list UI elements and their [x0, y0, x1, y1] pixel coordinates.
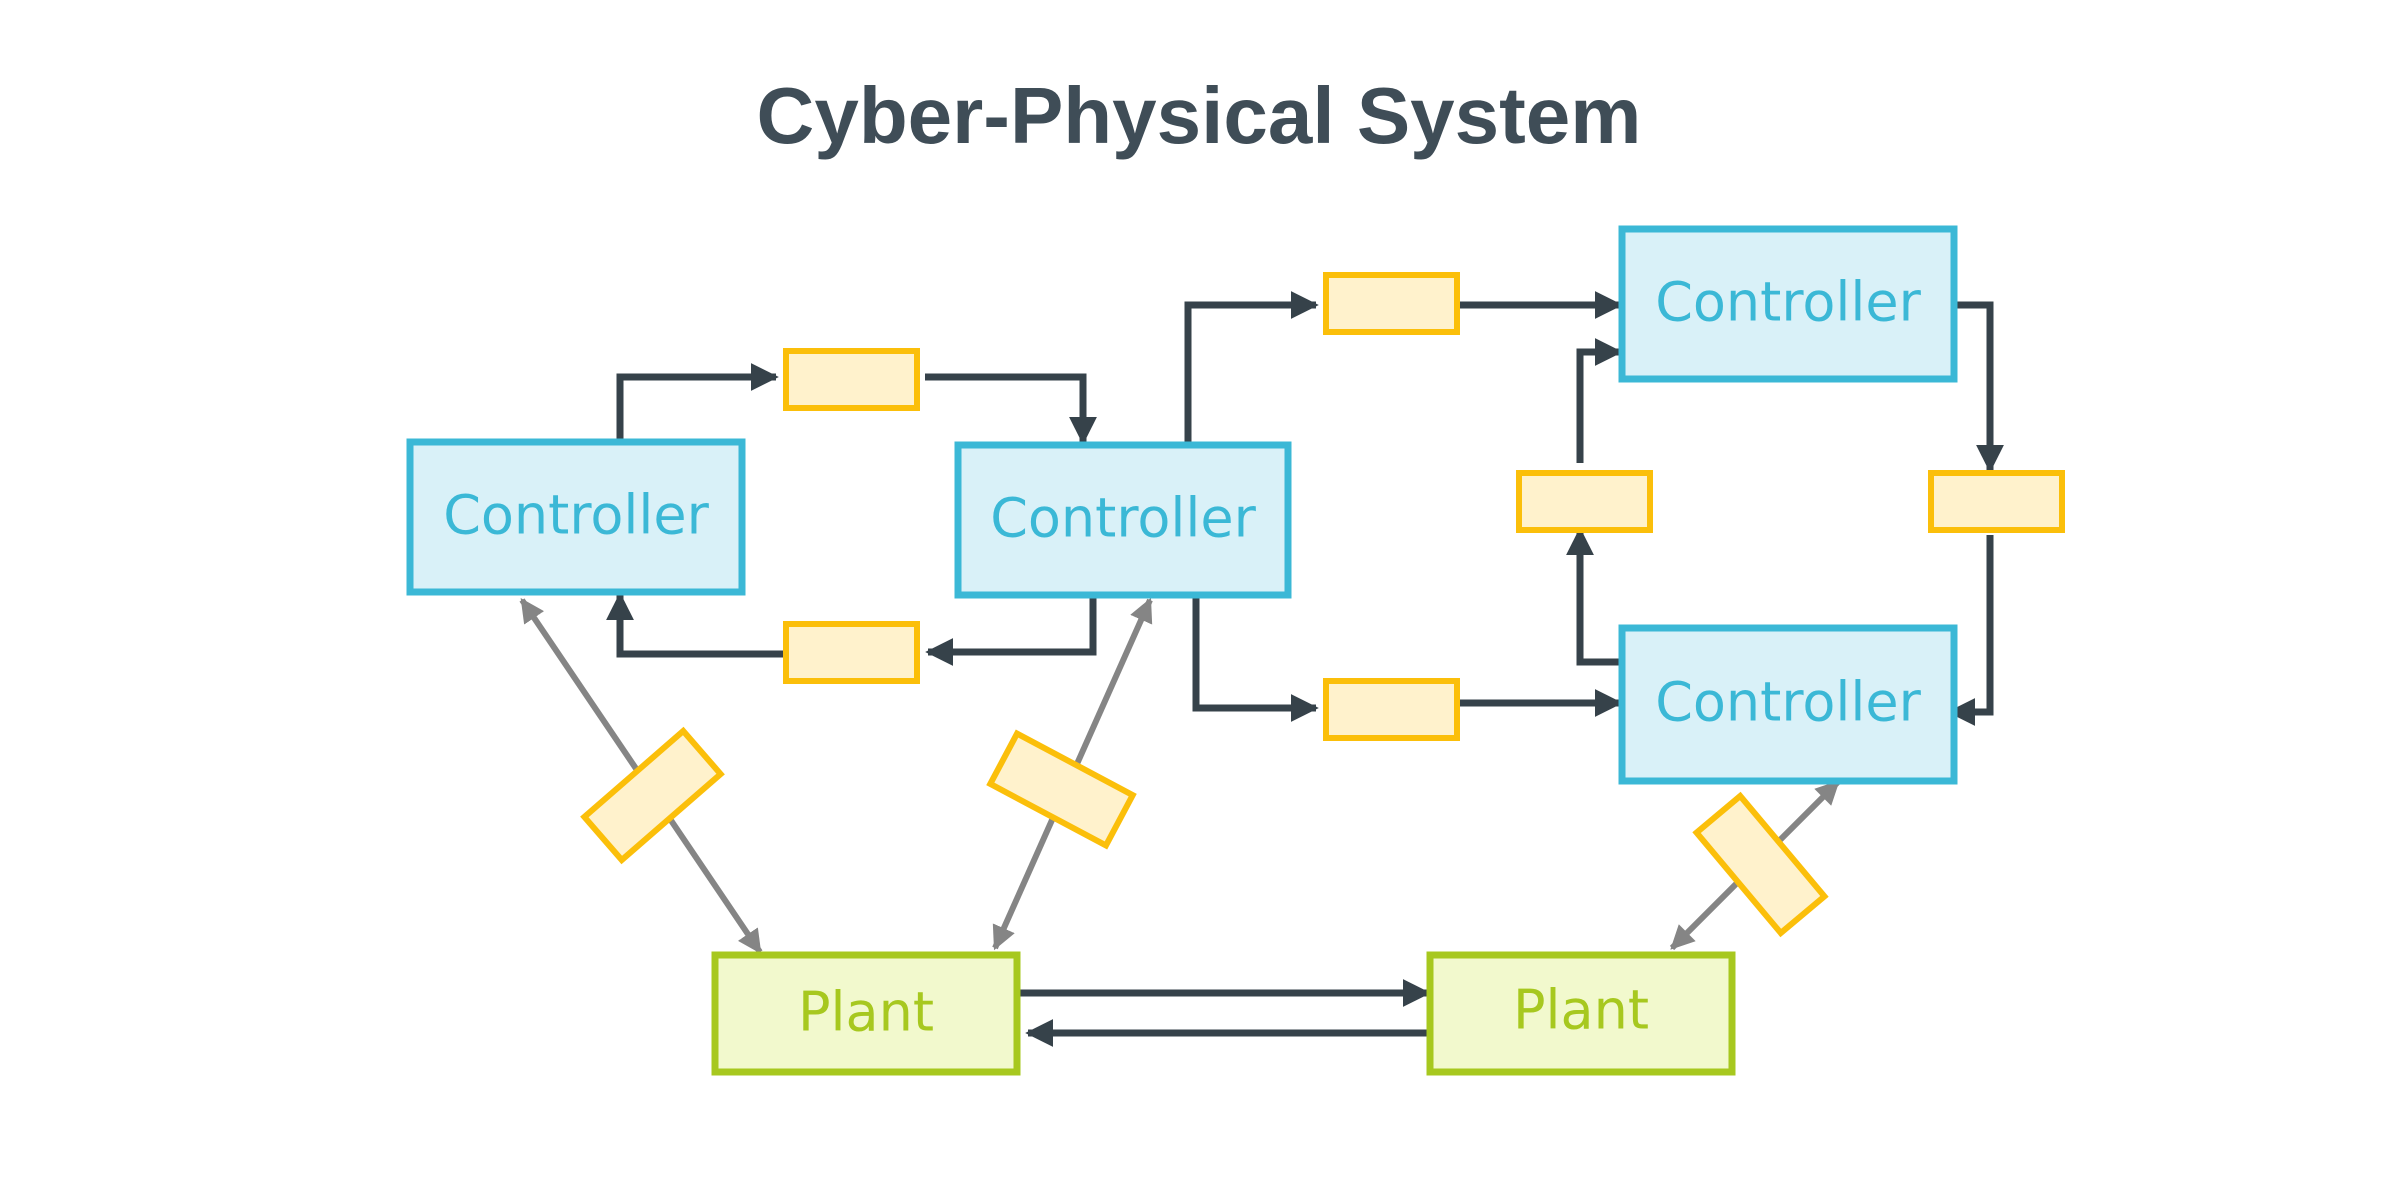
plant-left-label: Plant — [798, 981, 934, 1044]
link-d-to-c-in — [1566, 527, 1620, 666]
delay-box-b-c — [1323, 272, 1460, 335]
link-b-to-a-bottom-out — [606, 592, 783, 658]
link-b-to-d-in — [1192, 595, 1319, 722]
controller-b-label: Controller — [990, 487, 1256, 550]
controller-node-d: Controller — [1618, 624, 1958, 785]
link-b-to-c-in — [1184, 291, 1319, 445]
controller-node-c: Controller — [1618, 225, 1958, 383]
delay-box-c-d — [1928, 470, 2065, 533]
plant-node-right: Plant — [1426, 951, 1736, 1076]
controller-a-label: Controller — [443, 484, 709, 547]
link-c-to-d-in — [1950, 301, 2004, 473]
link-a-to-b-top-out — [925, 373, 1097, 445]
link-b-to-a-bottom-in — [925, 595, 1097, 666]
delay-box-b-a-bottom — [783, 621, 920, 684]
controller-node-b: Controller — [954, 441, 1292, 599]
delay-box-b-d — [1323, 678, 1460, 741]
delay-box-a-plant — [580, 726, 725, 865]
plant-right-label: Plant — [1513, 979, 1649, 1042]
controller-d-label: Controller — [1655, 671, 1921, 734]
diagram-title: Cyber-Physical System — [756, 71, 1642, 160]
link-c-to-d-out — [1947, 535, 1994, 726]
link-d-to-c-out — [1576, 338, 1623, 463]
controller-c-label: Controller — [1655, 271, 1921, 334]
delay-box-d-c — [1516, 470, 1653, 533]
controller-node-a: Controller — [406, 438, 746, 596]
link-a-to-b-top-in — [616, 363, 779, 442]
delay-box-b-plant — [986, 729, 1137, 850]
delay-box-d-plant — [1692, 791, 1829, 938]
delay-box-a-b-top — [783, 348, 920, 411]
plant-node-left: Plant — [711, 951, 1021, 1076]
